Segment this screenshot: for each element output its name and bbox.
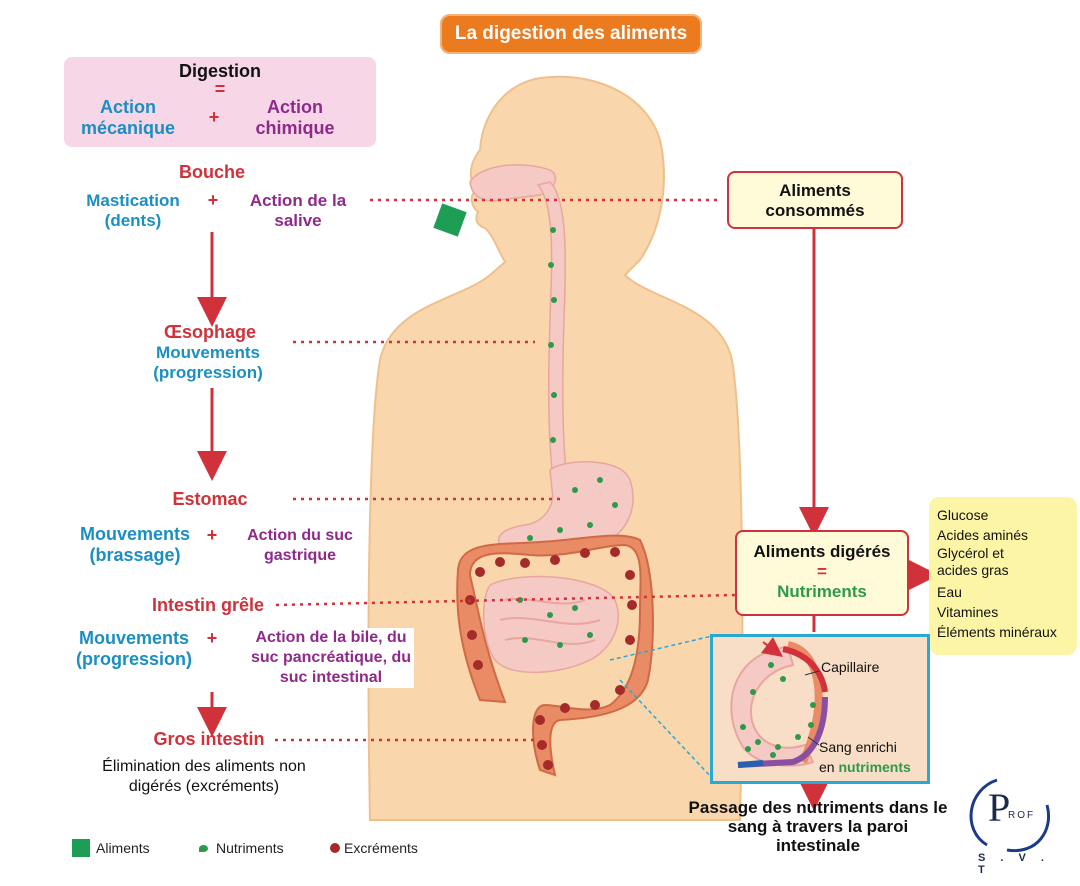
digestion-definition-box: Digestion = Action mécanique + Action ch… bbox=[64, 57, 376, 147]
prof-svt-logo: P ROF S . V . T bbox=[962, 770, 1058, 876]
dotted-connectors bbox=[275, 198, 736, 742]
gros-intestin-note: Élimination des aliments non digérés (ex… bbox=[102, 758, 306, 795]
villus-illustration bbox=[730, 637, 828, 768]
aliments-digeres-label: Aliments digérés bbox=[753, 542, 891, 561]
estomac-chemical: Action du suc gastrique bbox=[247, 527, 353, 564]
enriched-blood-nutriments: nutriments bbox=[838, 759, 911, 775]
enriched-blood-line2: en nutriments bbox=[819, 759, 911, 775]
legend-excrements-icon bbox=[330, 843, 340, 853]
definition-chemical: Action chimique bbox=[255, 97, 335, 138]
legend-aliments-label: Aliments bbox=[96, 840, 150, 856]
enriched-blood-label: Sang enrichi bbox=[819, 739, 897, 755]
nutrient-item: Glycérol et acides gras bbox=[937, 545, 1009, 578]
aliments-consommes-box: Aliments consommés bbox=[727, 171, 903, 229]
bouche-mechanical: Mastication (dents) bbox=[86, 191, 180, 230]
capillary-label: Capillaire bbox=[821, 659, 880, 675]
logo-small: ROF bbox=[1008, 810, 1036, 821]
stage-estomac: Estomac bbox=[172, 489, 248, 509]
stage-intestin-grele: Intestin grêle bbox=[151, 595, 265, 615]
diagram-title: La digestion des aliments bbox=[440, 14, 702, 54]
zoom-lines bbox=[609, 635, 713, 779]
estomac-plus: + bbox=[206, 525, 218, 545]
logo-letter: P bbox=[988, 785, 1011, 830]
food-square bbox=[433, 203, 467, 237]
logo-bottom: S . V . T bbox=[978, 852, 1050, 876]
intestin-grele-chemical: Action de la bile, du suc pancréatique, … bbox=[248, 628, 414, 688]
legend-nutriments-icon bbox=[199, 845, 208, 852]
legend-aliments-icon bbox=[72, 839, 90, 857]
aliments-consommes-label: Aliments consommés bbox=[765, 181, 865, 220]
enriched-blood-en: en bbox=[819, 759, 835, 775]
excrement-dots bbox=[465, 547, 637, 770]
stage-gros-intestin: Gros intestin bbox=[153, 729, 265, 749]
intestin-grele-mechanical: Mouvements (progression) bbox=[75, 628, 192, 669]
logo-ring-icon bbox=[969, 778, 1050, 853]
large-intestine bbox=[456, 534, 654, 777]
estomac-mechanical: Mouvements (brassage) bbox=[79, 524, 191, 565]
nutrient-item: Vitamines bbox=[937, 604, 999, 620]
stage-oesophage: Œsophage bbox=[163, 322, 256, 342]
nutrient-item: Glucose bbox=[937, 507, 989, 523]
nutriments-label: Nutriments bbox=[777, 582, 867, 601]
nutrient-item: Acides aminés bbox=[937, 527, 1029, 543]
intestin-grele-plus: + bbox=[206, 628, 218, 648]
aliments-digeres-equals: = bbox=[817, 562, 827, 581]
nutrient-item: Éléments minéraux bbox=[937, 624, 1057, 640]
passage-caption: Passage des nutriments dans le sang à tr… bbox=[688, 798, 948, 855]
nutrients-list-box: Glucose Acides aminés Glycérol et acides… bbox=[929, 497, 1077, 655]
stage-bouche: Bouche bbox=[178, 162, 245, 182]
intestinal-wall-zoom: Capillaire Sang enrichi en nutriments bbox=[710, 634, 930, 784]
aliments-digeres-box: Aliments digérés = Nutriments bbox=[735, 530, 909, 616]
definition-heading: Digestion bbox=[178, 61, 261, 81]
legend-nutriments-label: Nutriments bbox=[216, 840, 284, 856]
definition-equals: = bbox=[214, 79, 226, 99]
legend-excrements-label: Excréments bbox=[344, 840, 418, 856]
definition-mechanical: Action mécanique bbox=[80, 97, 176, 138]
bouche-chemical: Action de la salive bbox=[249, 191, 347, 230]
nutrient-item: Eau bbox=[937, 584, 962, 600]
nutrient-dots bbox=[517, 227, 618, 648]
oesophage-mechanical: Mouvements (progression) bbox=[153, 343, 263, 382]
definition-plus: + bbox=[208, 107, 220, 127]
bouche-plus: + bbox=[207, 190, 219, 210]
